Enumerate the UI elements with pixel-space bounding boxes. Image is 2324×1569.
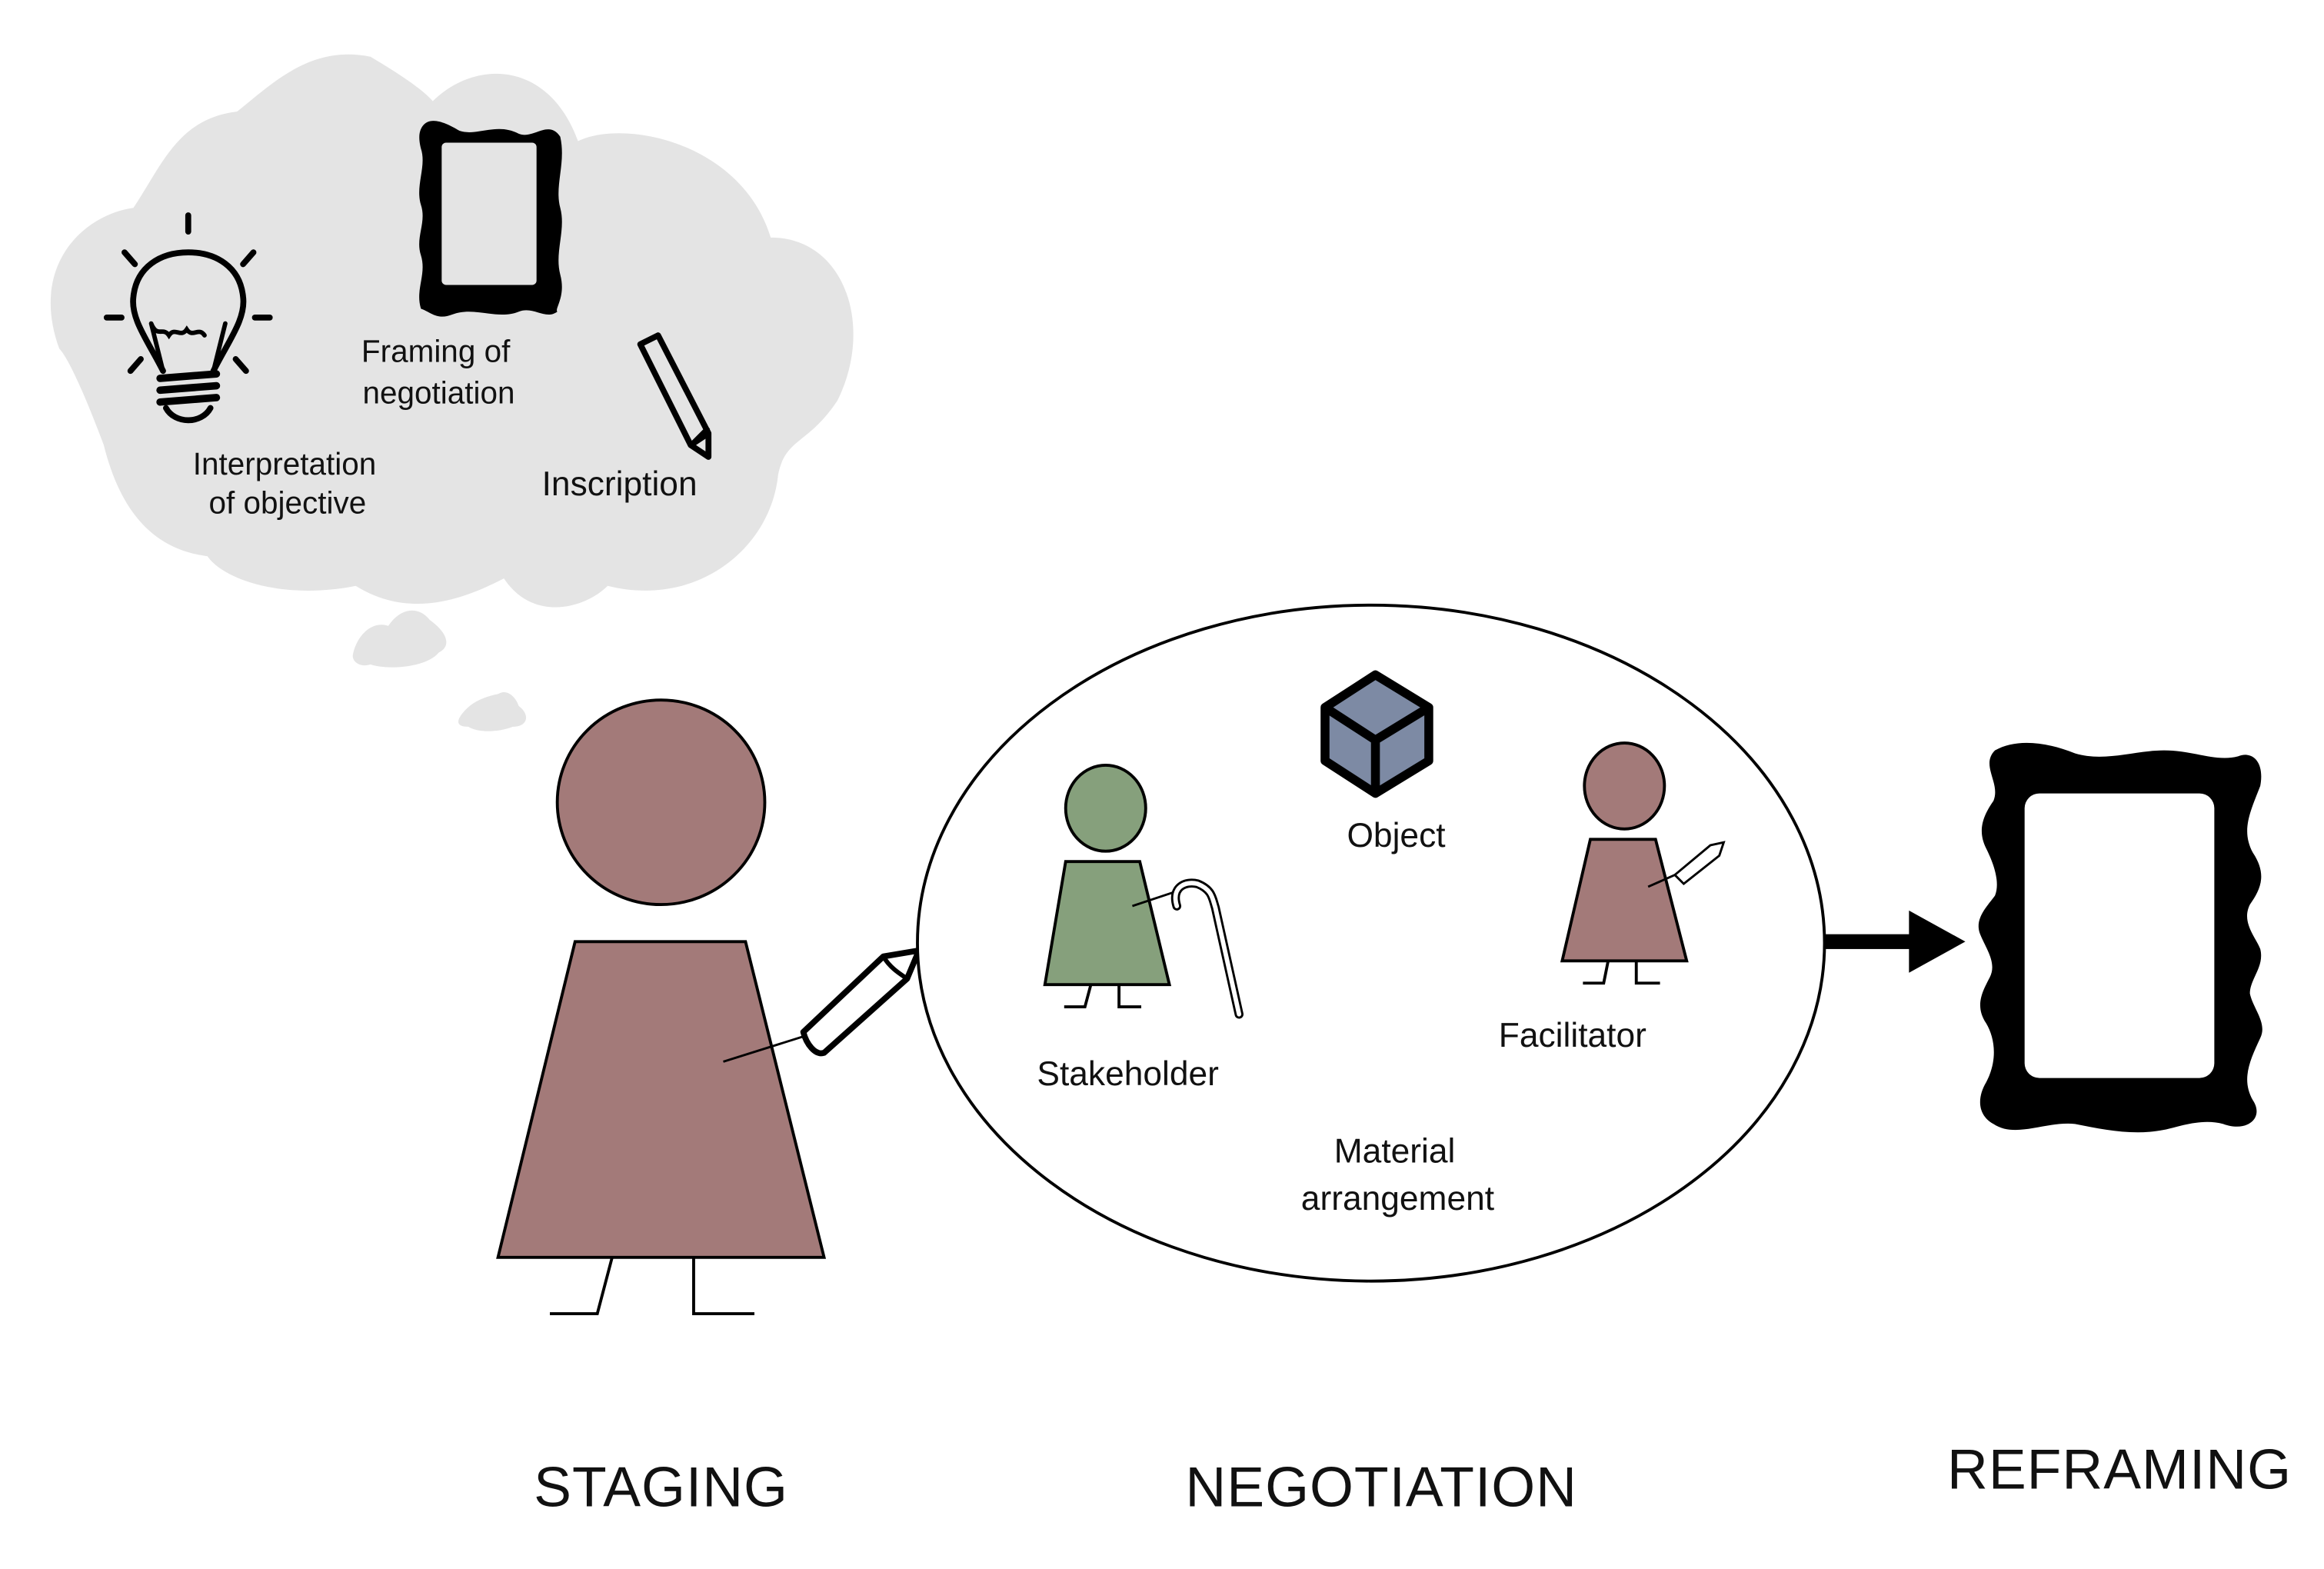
stakeholder-arm	[1131, 890, 1177, 908]
material-label-line-2: arrangement	[1301, 1180, 1494, 1218]
person-leg-right	[692, 1257, 754, 1315]
arrow-to-reframing	[1824, 910, 1966, 973]
cane-icon	[1170, 878, 1244, 1019]
thought-cloud: Framing of negotiation Interpretation of…	[50, 54, 854, 731]
material-label-line-1: Material	[1334, 1132, 1456, 1170]
reframing-frame-icon	[1978, 742, 2262, 1133]
frame-icon	[419, 121, 562, 317]
inscription-label: Inscription	[542, 465, 698, 503]
stage-label-staging: STAGING	[534, 1456, 788, 1519]
stakeholder-head	[1064, 764, 1147, 853]
person-leg-left	[550, 1257, 614, 1315]
person-head	[555, 698, 767, 907]
facilitator-leg-left	[1583, 960, 1610, 985]
interpretation-label-line-1: Interpretation	[193, 446, 376, 481]
framing-label-line-1: Framing of	[361, 334, 511, 369]
staging-pencil-icon	[800, 948, 922, 1057]
facilitator-figure	[1560, 741, 1726, 985]
stakeholder-leg-left	[1064, 984, 1093, 1009]
cloud-puff-tiny	[458, 691, 527, 731]
person-arm	[723, 1035, 804, 1063]
stakeholder-figure	[1043, 764, 1244, 1019]
object-label: Object	[1347, 817, 1445, 854]
staging-person	[496, 698, 922, 1315]
facilitator-label: Facilitator	[1499, 1017, 1646, 1054]
negotiation-circle: Object Stakeholder Facilitator Material …	[916, 603, 1826, 1283]
facilitator-pencil-icon	[1673, 841, 1726, 886]
cloud-puff-small	[352, 610, 447, 668]
facilitator-body	[1560, 838, 1689, 963]
facilitator-leg-right	[1634, 961, 1660, 985]
interpretation-label-line-2: of objective	[209, 485, 367, 520]
cloud-shape	[50, 54, 854, 608]
person-body	[496, 940, 827, 1259]
cube-icon	[1320, 670, 1433, 798]
stakeholder-leg-right	[1117, 984, 1142, 1009]
framing-label-line-2: negotiation	[362, 375, 514, 411]
pencil-icon	[637, 332, 712, 460]
stakeholder-label: Stakeholder	[1037, 1055, 1219, 1093]
lightbulb-icon	[103, 212, 273, 424]
stage-label-negotiation: NEGOTIATION	[1185, 1456, 1577, 1519]
stage-label-reframing: REFRAMING	[1947, 1437, 2292, 1501]
stakeholder-body	[1043, 860, 1172, 987]
facilitator-head	[1583, 741, 1666, 831]
facilitator-arm	[1647, 874, 1676, 888]
